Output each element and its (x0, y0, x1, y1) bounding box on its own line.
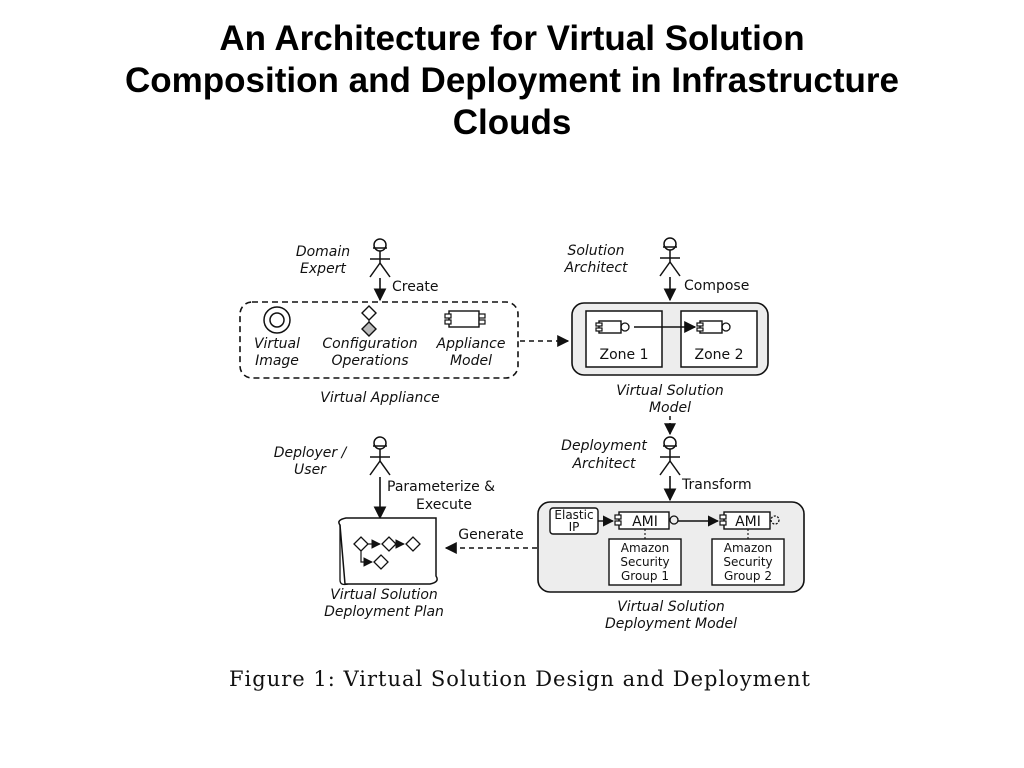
solution-architect-label-2: Architect (563, 260, 628, 276)
deployer-label-1: Deployer / (274, 445, 348, 461)
configuration-label-2: Operations (332, 353, 409, 369)
plan-workflow-icon (353, 536, 421, 570)
actor-icon (659, 237, 681, 277)
virtual-image-label-2: Image (255, 353, 299, 369)
virtual-appliance-group: Virtual Image Configuration Operations A… (239, 301, 519, 406)
compose-label: Compose (684, 278, 749, 294)
actor-icon (369, 238, 391, 278)
scroll-outline (338, 517, 438, 585)
actor-solution-architect: Solution Architect (563, 237, 681, 277)
configuration-label-1: Configuration (322, 336, 417, 352)
parameterize-label-1: Parameterize & (387, 479, 495, 495)
title-line-3: Clouds (452, 103, 572, 142)
ami-2-label: AMI (735, 514, 761, 530)
title-line-1: An Architecture for Virtual Solution (219, 19, 805, 58)
virtual-solution-model-group: Zone 1 Zone 2 Virtual Solution Model (571, 302, 769, 416)
actor-domain-expert: Domain Expert (296, 238, 391, 278)
parameterize-label-2: Execute (416, 497, 472, 513)
transform-label: Transform (681, 477, 752, 493)
virtual-appliance-label: Virtual Appliance (320, 390, 439, 406)
configuration-diamonds-icon (361, 305, 377, 337)
actor-icon (659, 436, 681, 476)
zone-1-label: Zone 1 (600, 347, 649, 363)
domain-expert-label-2: Expert (300, 261, 346, 277)
security-group-2-label-1: Amazon (724, 541, 773, 555)
security-group-2-label-2: Security (723, 555, 772, 569)
ami-1-node: AMI (614, 511, 679, 530)
actor-icon (369, 436, 391, 476)
scroll-edge (339, 525, 349, 586)
appliance-model-label-1: Appliance (436, 336, 506, 352)
security-group-2-label-3: Group 2 (724, 569, 772, 583)
security-group-1-box (608, 538, 682, 586)
deployment-plan-label-1: Virtual Solution (330, 587, 438, 603)
figure-caption: Figure 1: Virtual Solution Design and De… (228, 667, 811, 691)
virtual-image-icon (263, 306, 291, 334)
security-group-2-box (711, 538, 785, 586)
domain-expert-label-1: Domain (296, 244, 350, 260)
deployment-model-label-2: Deployment Model (605, 616, 737, 632)
security-group-1-label-2: Security (620, 555, 669, 569)
virtual-solution-model-label-1: Virtual Solution (616, 383, 724, 399)
actor-deployer-user: Deployer / User (274, 436, 391, 478)
ami-2-node: AMI (719, 511, 780, 530)
deployment-architect-label-2: Architect (571, 456, 636, 472)
ami-1-label: AMI (632, 514, 658, 530)
virtual-solution-model-label-2: Model (649, 400, 691, 416)
deployment-model-label-1: Virtual Solution (617, 599, 725, 615)
appliance-model-label-2: Model (450, 353, 492, 369)
virtual-image-label-1: Virtual (254, 336, 300, 352)
solution-architect-label-1: Solution (567, 243, 624, 259)
elastic-ip-label-2: IP (569, 520, 580, 534)
elastic-ip-label-1: Elastic (554, 508, 593, 522)
deployer-label-2: User (294, 462, 327, 478)
virtual-appliance-box (239, 301, 519, 379)
deployment-architect-label-1: Deployment (561, 438, 647, 454)
slide-title: An Architecture for Virtual Solution Com… (40, 18, 984, 144)
title-line-2: Composition and Deployment in Infrastruc… (125, 61, 899, 100)
generate-label: Generate (458, 527, 523, 543)
security-group-1-label-3: Group 1 (621, 569, 669, 583)
actor-deployment-architect: Deployment Architect (561, 436, 681, 476)
zone-2-label: Zone 2 (695, 347, 744, 363)
security-group-1-label-1: Amazon (621, 541, 670, 555)
deployment-plan-scroll: Virtual Solution Deployment Plan (324, 517, 444, 620)
appliance-model-icon (444, 310, 486, 328)
deployment-plan-label-2: Deployment Plan (324, 604, 444, 620)
deployment-model-group: Elastic IP AMI AMI Amazon Security Group… (537, 501, 805, 632)
create-label: Create (392, 279, 439, 295)
